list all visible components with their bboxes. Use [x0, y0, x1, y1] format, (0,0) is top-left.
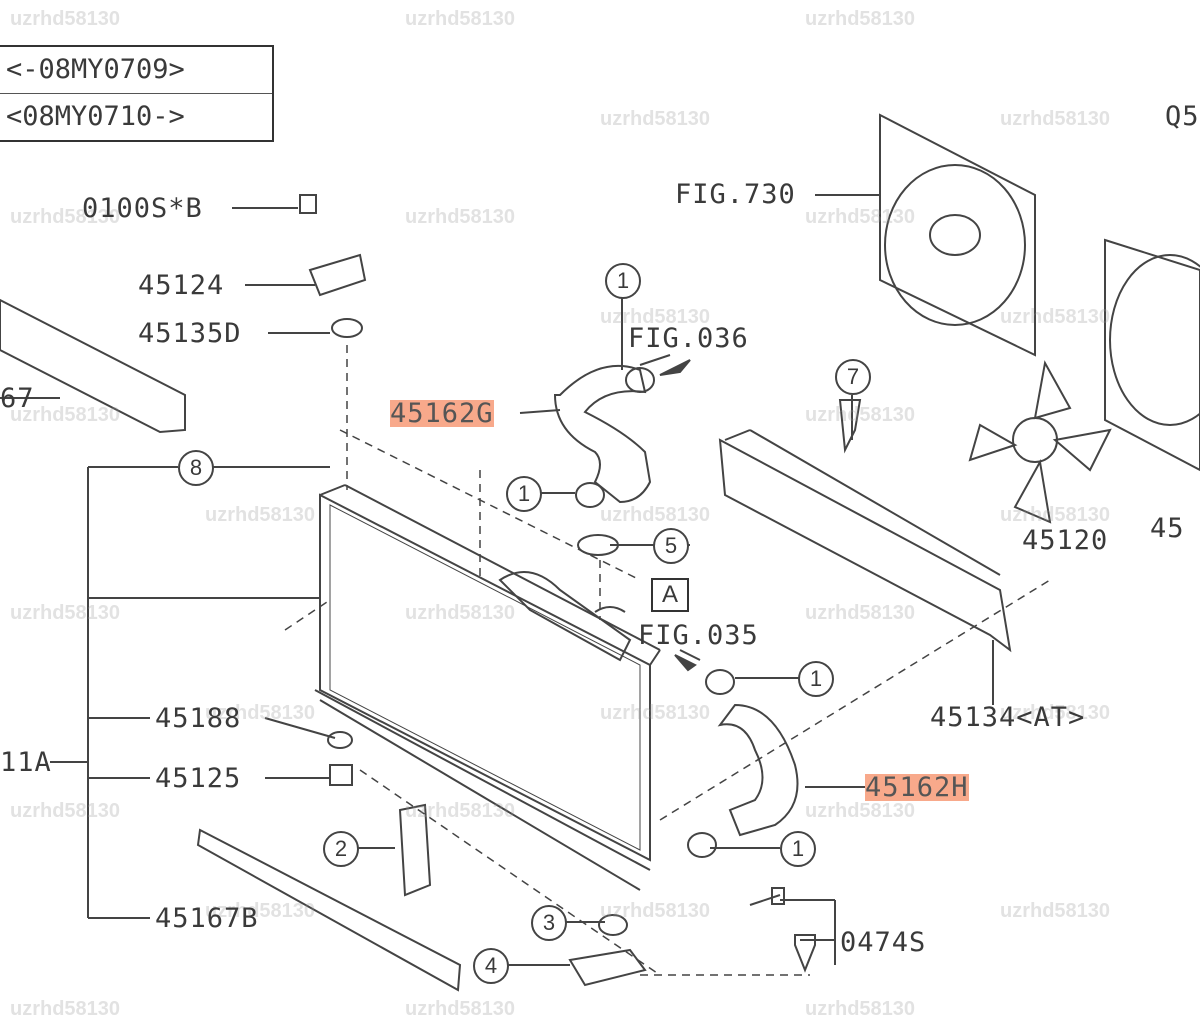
part-label-lower-hose[interactable]: 45162H: [865, 772, 969, 803]
callout-5: 5: [653, 528, 689, 564]
watermark: uzrhd58130: [1000, 702, 1111, 724]
applicability-table: <-08MY0709> <08MY0710->: [0, 45, 274, 142]
dashed-lines: [284, 345, 1051, 976]
part-label-cushion-a: 45188: [155, 703, 242, 734]
watermark: uzrhd58130: [10, 602, 121, 624]
watermark: uzrhd58130: [805, 404, 916, 426]
bolt-part: [299, 194, 317, 214]
air-guide: [718, 438, 1012, 653]
applicability-row: <08MY0710->: [6, 101, 185, 132]
part-label-q5: Q5: [1165, 101, 1200, 132]
watermark: uzrhd58130: [10, 800, 121, 822]
watermark: uzrhd58130: [405, 998, 516, 1020]
watermark: uzrhd58130: [805, 800, 916, 822]
watermark: uzrhd58130: [1000, 108, 1111, 130]
watermark: uzrhd58130: [600, 108, 711, 130]
bracket-part: [308, 253, 367, 297]
watermark: uzrhd58130: [10, 404, 121, 426]
watermark: uzrhd58130: [205, 702, 316, 724]
fig-ref-730[interactable]: FIG.730: [675, 179, 796, 210]
fig-ref-035[interactable]: FIG.035: [638, 620, 759, 651]
upper-hose: [553, 364, 652, 504]
watermark: uzrhd58130: [10, 8, 121, 30]
part-label-cushion-b: 45125: [155, 763, 242, 794]
watermark: uzrhd58130: [600, 900, 711, 922]
watermark: uzrhd58130: [805, 8, 916, 30]
part-label-fan2: 45: [1150, 513, 1185, 544]
watermark: uzrhd58130: [10, 998, 121, 1020]
watermark: uzrhd58130: [405, 8, 516, 30]
leader-lines: [0, 194, 994, 966]
fig-ref-036[interactable]: FIG.036: [628, 323, 749, 354]
bracket-2-part: [398, 803, 432, 897]
watermark: uzrhd58130: [1000, 504, 1111, 526]
part-label-seal: 67: [0, 383, 35, 414]
watermark: uzrhd58130: [600, 504, 711, 526]
watermark: uzrhd58130: [10, 206, 121, 228]
lower-hose: [717, 703, 799, 837]
fan-blade: [968, 360, 1112, 524]
callout-1: 1: [506, 476, 542, 512]
part-label-cushion-top: 45135D: [138, 318, 242, 349]
watermark: uzrhd58130: [600, 702, 711, 724]
radiator-cap: [577, 534, 619, 556]
callout-4: 4: [473, 948, 509, 984]
watermark: uzrhd58130: [405, 602, 516, 624]
applicability-row: <-08MY0709>: [0, 47, 272, 94]
callout-1: 1: [780, 831, 816, 867]
part-label-bolt: 0100S*B: [82, 193, 203, 224]
part-label-clip: 0474S: [840, 927, 927, 958]
part-label-bracket: 45124: [138, 270, 225, 301]
radiator: [314, 484, 661, 891]
callout-8: 8: [178, 450, 214, 486]
watermark: uzrhd58130: [1000, 306, 1111, 328]
callout-7: 7: [835, 359, 871, 395]
seal-strip-lower: [196, 828, 462, 992]
view-a-box: A: [651, 578, 689, 612]
watermark: uzrhd58130: [805, 998, 916, 1020]
part-label-fan: 45120: [1022, 525, 1109, 556]
watermark: uzrhd58130: [805, 602, 916, 624]
watermark: uzrhd58130: [600, 306, 711, 328]
callout-3: 3: [531, 905, 567, 941]
callout-1: 1: [605, 263, 641, 299]
fan-shroud-2: [1104, 238, 1200, 472]
fan-shroud: [879, 113, 1036, 357]
part-label-upper-hose[interactable]: 45162G: [390, 398, 494, 429]
watermark: uzrhd58130: [405, 800, 516, 822]
watermark: uzrhd58130: [205, 900, 316, 922]
watermark: uzrhd58130: [405, 206, 516, 228]
cushion-part: [331, 318, 363, 338]
watermark: uzrhd58130: [805, 206, 916, 228]
callout-1: 1: [798, 661, 834, 697]
part-label-radiator: 11A: [0, 747, 52, 778]
callout-2: 2: [323, 831, 359, 867]
part-label-seal-lower: 45167B: [155, 903, 259, 934]
part-label-guide: 45134<AT>: [930, 702, 1086, 733]
watermark: uzrhd58130: [1000, 900, 1111, 922]
watermark: uzrhd58130: [205, 504, 316, 526]
seal-bar: [0, 298, 186, 434]
